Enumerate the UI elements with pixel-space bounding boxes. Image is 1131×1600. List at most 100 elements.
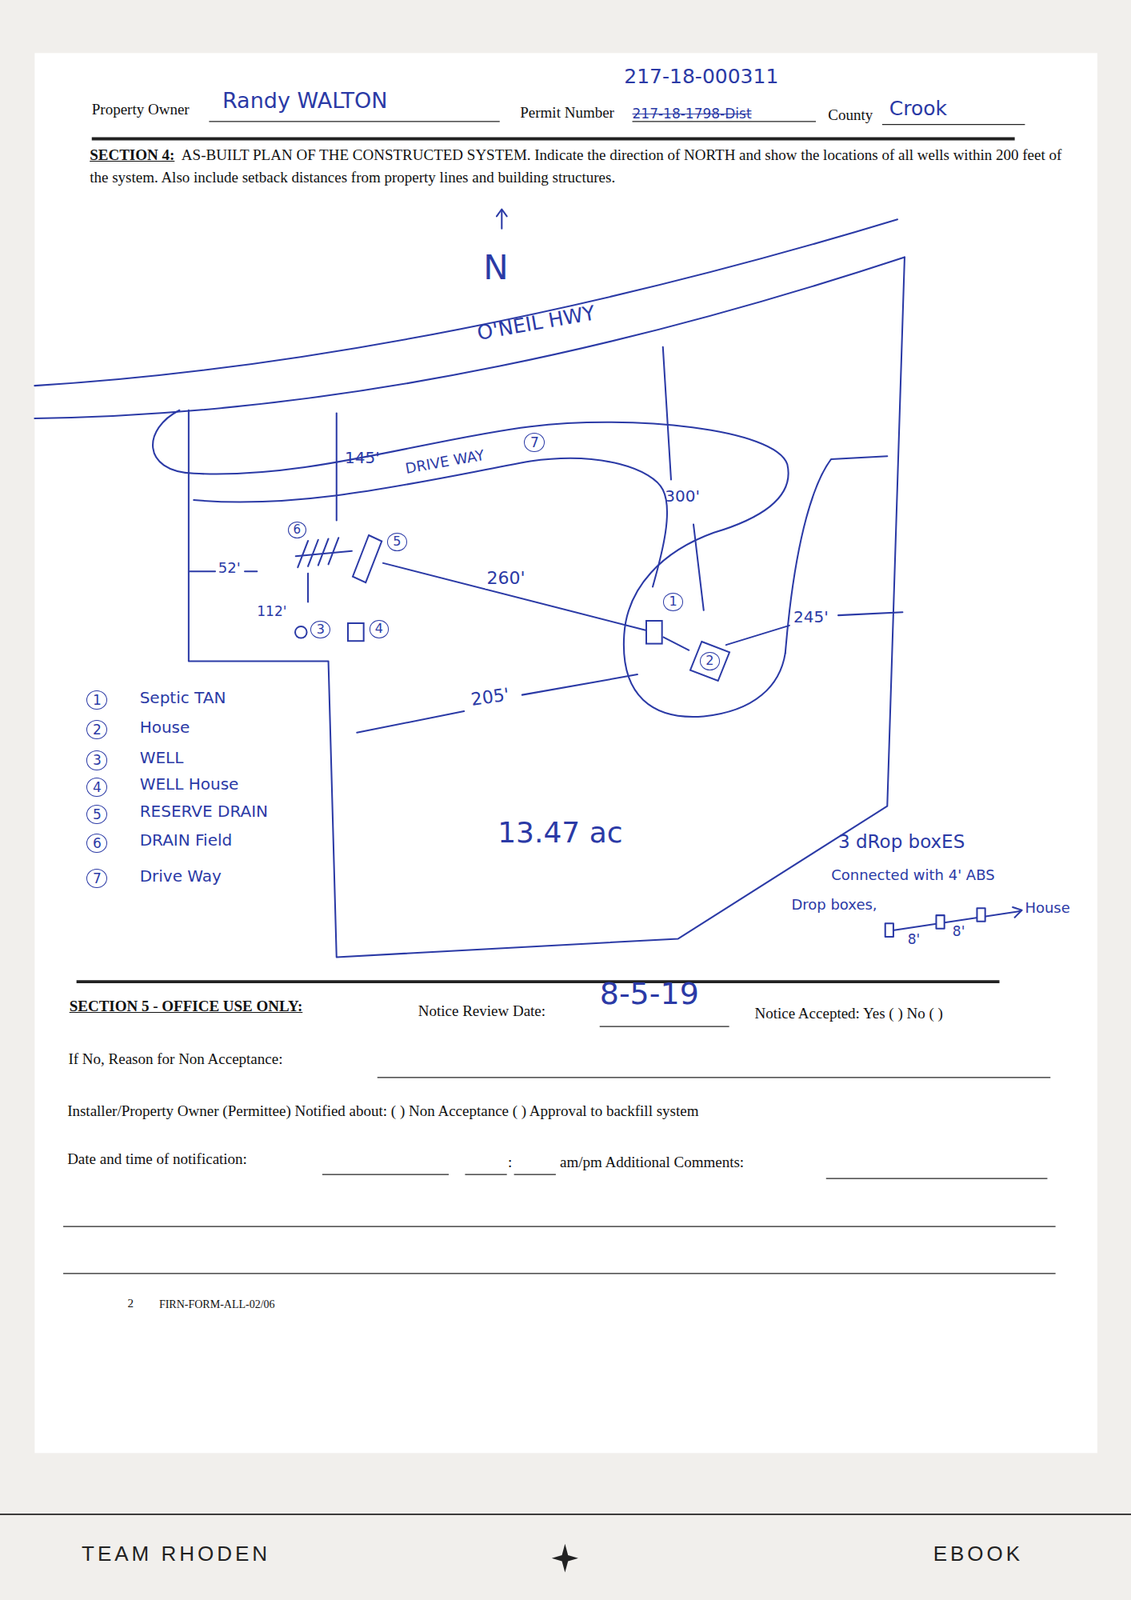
callout-number: 4	[369, 619, 390, 639]
node-outline	[351, 534, 383, 584]
handwritten-label: Crook	[889, 97, 948, 121]
form-text: Notice Accepted: Yes ( ) No ( )	[755, 1004, 944, 1023]
section-rule	[76, 979, 1000, 984]
dimension-line	[693, 524, 704, 611]
dimension-line	[189, 570, 216, 572]
handwritten-label: 13.47 ac	[497, 815, 623, 849]
callout-number: 3	[86, 750, 108, 770]
node-outline	[352, 535, 382, 583]
county-underline	[882, 123, 1026, 125]
handwritten-label: RESERVE DRAIN	[139, 802, 268, 821]
form-text: FIRN-FORM-ALL-02/06	[159, 1298, 276, 1311]
callout-number: 6	[287, 521, 308, 540]
form-text: Property Owner	[91, 100, 190, 119]
highway-edge	[34, 256, 905, 419]
handwritten-label: 217-18-000311	[623, 65, 779, 89]
scanned-sheet	[34, 52, 1098, 1453]
dimension-line	[838, 611, 903, 616]
driveway-edge	[152, 410, 789, 717]
handwritten-label: 3 dRop boxES	[838, 831, 965, 852]
handwritten-label: 52'	[218, 559, 241, 577]
handwritten-label: 300'	[664, 487, 700, 506]
pipe-connector	[382, 563, 646, 631]
node-outline	[295, 626, 308, 639]
section-heading: SECTION 4:	[89, 146, 175, 164]
handwritten-label: House	[1024, 899, 1070, 917]
dimension-line	[244, 570, 257, 572]
handwritten-label: TEAM RHODEN	[81, 1542, 271, 1567]
handwritten-label: DRAIN Field	[139, 831, 233, 850]
drain-field-hatch	[297, 540, 308, 568]
form-text: am/pm Additional Comments:	[559, 1153, 744, 1171]
handwritten-label: Drop boxes,	[791, 896, 877, 914]
highway-edge	[34, 219, 898, 386]
form-text: SECTION 5 - OFFICE USE ONLY:	[69, 997, 304, 1016]
dimension-line	[663, 347, 672, 480]
date-underline	[599, 1026, 730, 1028]
property-line	[188, 256, 905, 957]
handwritten-label: 8-5-19	[599, 976, 700, 1012]
drop-box	[935, 915, 944, 929]
drop-box-arrowhead	[1012, 907, 1022, 918]
driveway-edge	[193, 458, 668, 588]
dimension-line	[307, 573, 309, 603]
hand-drawing	[34, 208, 1022, 957]
form-text: County	[827, 106, 873, 124]
handwritten-label: 217-18-1798-Dist	[632, 106, 752, 123]
comments-line	[63, 1272, 1056, 1274]
handwritten-label: 245'	[793, 607, 829, 627]
node-outline	[347, 622, 365, 642]
pipe-connector	[663, 636, 690, 651]
hour-blank	[464, 1173, 507, 1175]
drop-box	[976, 907, 985, 922]
handwritten-label: 112'	[256, 603, 287, 620]
handwritten-label: WELL	[139, 748, 184, 768]
node-outline	[347, 623, 364, 641]
form-text: Date and time of notification:	[67, 1150, 248, 1168]
dimension-line	[356, 711, 464, 733]
handwritten-label: Randy WALTON	[222, 87, 388, 113]
handwritten-label: 8'	[907, 931, 921, 948]
handwritten-label: Septic TAN	[139, 688, 227, 708]
comments-line	[63, 1226, 1056, 1227]
footer-rule	[0, 1513, 1131, 1515]
header-rule	[91, 137, 1016, 141]
handwritten-label: 8'	[952, 923, 966, 940]
callout-number: 5	[387, 532, 408, 552]
drain-field-hatch	[328, 537, 340, 564]
handwritten-label: WELL House	[139, 775, 240, 794]
callout-number: 2	[699, 651, 720, 671]
form-text: Notice Review Date:	[418, 1002, 546, 1020]
section-instructions: SECTION 4:AS-BUILT PLAN OF THE CONSTRUCT…	[89, 143, 1072, 190]
drop-box	[885, 923, 894, 937]
driveway-edge	[785, 455, 888, 653]
date-blank	[322, 1173, 449, 1175]
form-text: Permit Number	[519, 103, 615, 122]
node-outline	[690, 641, 730, 681]
callout-number: 7	[523, 432, 545, 452]
comments-blank	[826, 1178, 1048, 1179]
handwritten-label: Connected with 4' ABS	[831, 867, 995, 884]
handwritten-label: Drive Way	[139, 867, 222, 886]
dimension-line	[522, 674, 638, 696]
node-outline	[646, 620, 663, 644]
handwritten-label: 145'	[344, 448, 380, 468]
well: 3	[294, 625, 308, 640]
drain-field-hatch	[318, 538, 329, 565]
form-text: Installer/Property Owner (Permittee) Not…	[67, 1102, 699, 1120]
minute-blank	[514, 1173, 556, 1175]
handwritten-label: EBOOK	[933, 1542, 1024, 1567]
dimension-label: 260'	[485, 567, 528, 588]
form-rules	[0, 121, 1131, 1515]
dimension-line	[335, 413, 338, 521]
form-text: If No, Reason for Non Acceptance:	[67, 1050, 283, 1068]
node-outline	[294, 625, 308, 640]
septic-tank: 1	[645, 619, 664, 645]
callout-number: 1	[663, 592, 684, 612]
owner-underline	[208, 120, 500, 122]
callout-number: 4	[86, 777, 108, 797]
